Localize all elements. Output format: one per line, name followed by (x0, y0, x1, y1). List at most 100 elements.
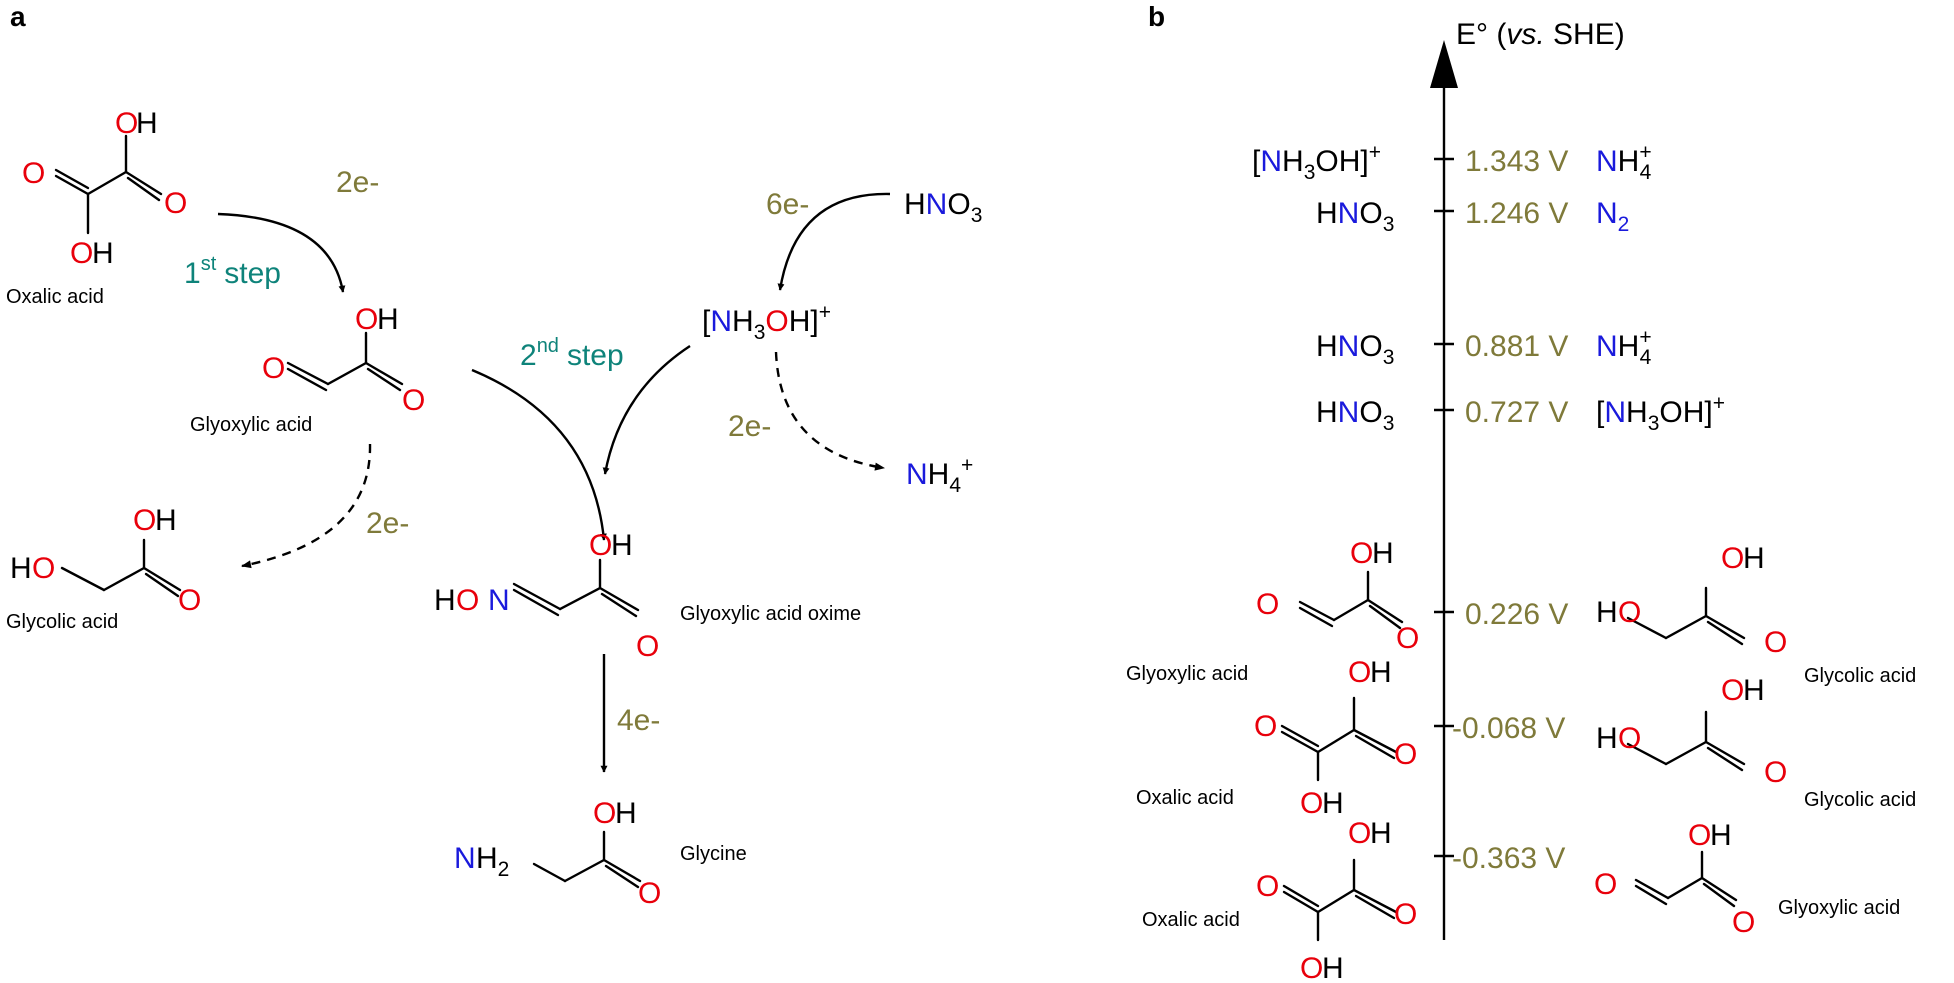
atom-h: H (92, 237, 114, 270)
oxalic-acid-structure: O O H O O H (1254, 656, 1417, 820)
svg-text:HNO3: HNO3 (1316, 396, 1394, 435)
atom-h: H (1743, 674, 1765, 707)
svg-text:HNO3: HNO3 (1316, 197, 1394, 236)
atom-h: H (1322, 952, 1344, 983)
atom-o: O (638, 877, 661, 910)
svg-text:[NH3OH]+: [NH3OH]+ (1252, 141, 1381, 184)
couple-reduced-label: Glyoxylic acid (1778, 897, 1900, 919)
potential-value: 1.246 V (1465, 197, 1568, 230)
atom-o: O (164, 187, 187, 220)
atom-h: H (155, 504, 177, 537)
atom-o: O (1256, 870, 1279, 903)
atom-o: O (1350, 537, 1373, 570)
oxalic-acid-label: Oxalic acid (6, 286, 104, 308)
couple-oxidized-species: HNO3 (1316, 330, 1394, 369)
atom-h: H (611, 529, 633, 562)
atom-o: O (1618, 722, 1641, 755)
panel-a-label: a (10, 1, 26, 32)
atom-o: O (1618, 596, 1641, 629)
svg-text:NH4+: NH4+ (906, 454, 973, 497)
atom-o: O (1594, 868, 1617, 901)
couple-oxidized-species: [NH3OH]+ (1252, 141, 1381, 184)
step-number: 2 (520, 339, 537, 372)
svg-text:HNO3: HNO3 (1316, 330, 1394, 369)
atom-o: O (355, 303, 378, 336)
couple-reduced-species: NH+4 (1596, 141, 1652, 184)
atom-h: H (1370, 817, 1392, 850)
glycolic-acid-label: Glycolic acid (6, 611, 118, 633)
atom-o: O (1732, 906, 1755, 939)
glyoxylic-acid-oxime-label: Glyoxylic acid oxime (680, 603, 861, 625)
atom-h: H (1322, 787, 1344, 820)
ammonium-formula: NH4+ (906, 454, 973, 497)
atom-o: O (636, 630, 659, 663)
glycolic-acid-structure: H O O H O (1596, 542, 1787, 659)
panel-b-label: b (1148, 1, 1165, 32)
atom-o: O (1721, 674, 1744, 707)
couple-reduced-species: [NH3OH]+ (1596, 392, 1725, 435)
atom-o: O (178, 584, 201, 617)
glyoxylic-acid-oxime-structure: H O N O H O (434, 529, 659, 663)
axis-arrowhead (1430, 40, 1458, 88)
atom-h: H (1372, 537, 1394, 570)
atom-h: H (615, 797, 637, 830)
potential-value: 0.226 V (1465, 598, 1568, 631)
atom-o: O (1300, 952, 1323, 983)
glycolic-acid-structure: H O O H O (1596, 674, 1787, 789)
glyoxylic-acid-structure: O O H O (1256, 537, 1419, 655)
atom-o: O (1300, 787, 1323, 820)
atom-o: O (1348, 817, 1371, 850)
atom-o: O (70, 237, 93, 270)
atom-h: H (10, 552, 32, 585)
potential-value: -0.363 V (1452, 842, 1565, 875)
glycine-label: Glycine (680, 843, 747, 865)
electron-count: 4e- (617, 704, 660, 737)
atom-o: O (593, 797, 616, 830)
atom-o: O (589, 529, 612, 562)
atom-o: O (1254, 710, 1277, 743)
potential-value: 0.881 V (1465, 330, 1568, 363)
atom-h: H (1596, 722, 1618, 755)
couple-reduced-species: N2 (1596, 197, 1629, 236)
atom-o: O (1764, 756, 1787, 789)
hno3-formula: HNO3 (904, 188, 982, 227)
potential-value: 0.727 V (1465, 396, 1568, 429)
svg-text:N2: N2 (1596, 197, 1629, 236)
axis-ticks (1434, 157, 1454, 858)
atom-o: O (1688, 819, 1711, 852)
glycolic-acid-structure: H O O H O (10, 504, 201, 617)
electron-count: 6e- (766, 188, 809, 221)
electron-count: 2e- (336, 166, 379, 199)
glyoxylic-acid-structure: O O H O (1594, 819, 1755, 939)
glyoxylic-to-glycolic-dashed-arrow (241, 443, 372, 569)
couple-oxidized-species: HNO3 (1316, 396, 1394, 435)
atom-h: H (1596, 596, 1618, 629)
couple-reduced-label: Glycolic acid (1804, 789, 1916, 811)
couple-reduced-species: NH+4 (1596, 326, 1652, 369)
couple-oxidized-label: Oxalic acid (1142, 909, 1240, 931)
atom-o: O (115, 107, 138, 140)
axis-label: E° (vs. SHE) (1456, 18, 1625, 51)
atom-h: H (434, 584, 456, 617)
atom-o: O (1721, 542, 1744, 575)
atom-o: O (1764, 626, 1787, 659)
atom-o: O (456, 584, 479, 617)
atom-o: O (22, 157, 45, 190)
couple-oxidized-label: Glyoxylic acid (1126, 663, 1248, 685)
atom-o: O (32, 552, 55, 585)
electron-count: 2e- (366, 507, 409, 540)
atom-h: H (1710, 819, 1732, 852)
electron-count: 2e- (728, 410, 771, 443)
couple-oxidized-label: Oxalic acid (1136, 787, 1234, 809)
atom-h: H (136, 107, 158, 140)
svg-text:H2: H2 (476, 842, 509, 881)
atom-h: H (377, 303, 399, 336)
couple-oxidized-species: HNO3 (1316, 197, 1394, 236)
glycine-structure: N H2 O H O (454, 797, 661, 910)
svg-text:HNO3: HNO3 (904, 188, 982, 227)
potential-value: -0.068 V (1452, 712, 1565, 745)
